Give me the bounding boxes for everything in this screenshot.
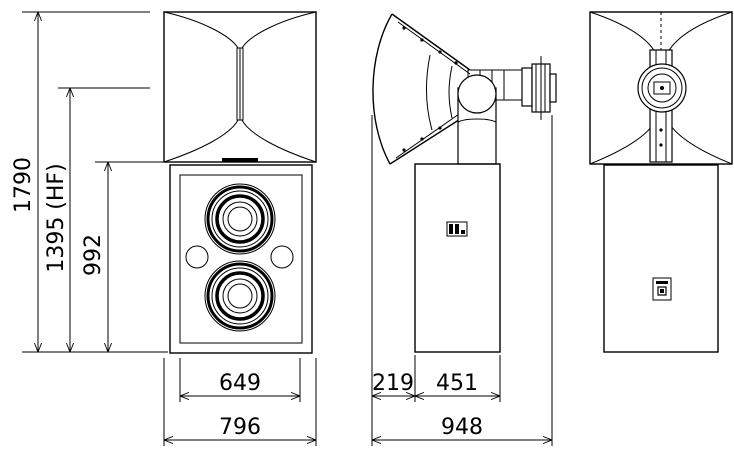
rear-cabinet [603,164,719,353]
rear-driver [637,63,687,113]
side-horn [372,13,557,165]
dim-horn-depth: 219 [372,371,414,396]
dim-total-depth: 948 [441,415,483,440]
side-cabinet [414,163,501,353]
left-port [185,245,209,269]
vertical-dimensions: 1790 1395 (HF) 992 [11,11,170,353]
side-horizontal-dimensions: 219 451 948 [371,115,553,446]
dim-hf-height: 1395 (HF) [44,163,69,272]
front-cabinet [169,164,313,354]
right-port [270,245,294,269]
dim-total-height: 1790 [11,157,36,213]
upper-woofer [204,183,276,255]
dim-cabinet-height: 992 [81,234,106,276]
input-panel [652,277,672,301]
lower-woofer [204,260,276,332]
side-view [372,13,557,353]
jbl-logo [446,221,468,237]
dim-baffle-width: 649 [219,371,261,396]
dim-cabinet-depth: 451 [436,371,478,396]
front-view [163,11,317,354]
side-pole [457,74,497,165]
front-horn [163,11,317,163]
rear-view [589,11,733,353]
dim-front-width: 796 [219,415,261,440]
front-horizontal-dimensions: 649 796 [163,358,317,446]
